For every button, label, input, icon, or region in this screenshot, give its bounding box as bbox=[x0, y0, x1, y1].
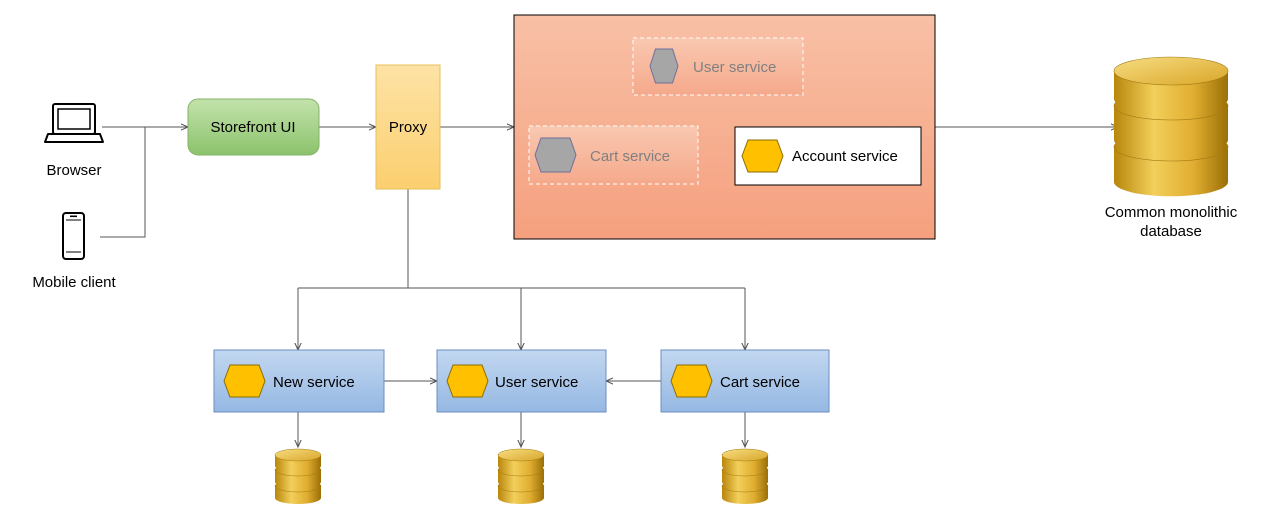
common-database-label-line1: Common monolithic bbox=[1105, 204, 1238, 221]
browser-label: Browser bbox=[46, 162, 101, 179]
new-service-hexagon-icon bbox=[223, 364, 266, 398]
new-service-label: New service bbox=[273, 374, 355, 391]
monolith-container: User service Cart service Account servic… bbox=[513, 14, 936, 240]
cart-service-node: Cart service bbox=[660, 349, 830, 413]
cart-service-label: Cart service bbox=[720, 374, 800, 391]
account-service: Account service bbox=[734, 126, 922, 186]
proxy-node: Proxy bbox=[375, 64, 441, 190]
storefront-ui-node: Storefront UI bbox=[187, 98, 320, 156]
smartphone-icon bbox=[62, 212, 85, 260]
cart-service-database-icon bbox=[721, 448, 769, 504]
cart-service-hexagon-icon bbox=[670, 364, 713, 398]
legacy-user-service-label: User service bbox=[693, 59, 776, 76]
legacy-user-service-hexagon-icon bbox=[649, 48, 679, 84]
mobile-client-label: Mobile client bbox=[32, 274, 116, 291]
legacy-user-service: User service bbox=[632, 37, 804, 96]
legacy-cart-service-hexagon-icon bbox=[534, 137, 577, 173]
large-database-icon bbox=[1113, 56, 1229, 197]
mobile-node: Mobile client bbox=[32, 212, 117, 291]
account-service-hexagon-icon bbox=[741, 139, 784, 173]
new-service-node: New service bbox=[213, 349, 385, 413]
user-service-hexagon-icon bbox=[446, 364, 489, 398]
user-service-label: User service bbox=[495, 374, 578, 391]
legacy-cart-service: Cart service bbox=[528, 125, 699, 185]
browser-node: Browser bbox=[44, 103, 104, 179]
user-service-database-icon bbox=[497, 448, 545, 504]
legacy-cart-service-label: Cart service bbox=[590, 148, 670, 165]
proxy-label: Proxy bbox=[389, 119, 428, 136]
mobile-to-storefront-line bbox=[100, 127, 146, 238]
new-service-database-icon bbox=[274, 448, 322, 504]
common-database-node: Common monolithic database bbox=[1105, 56, 1238, 240]
laptop-icon bbox=[44, 103, 104, 143]
storefront-ui-label: Storefront UI bbox=[210, 119, 295, 136]
common-database-label-line2: database bbox=[1140, 223, 1202, 240]
account-service-label: Account service bbox=[792, 148, 898, 165]
user-service-node: User service bbox=[436, 349, 607, 413]
